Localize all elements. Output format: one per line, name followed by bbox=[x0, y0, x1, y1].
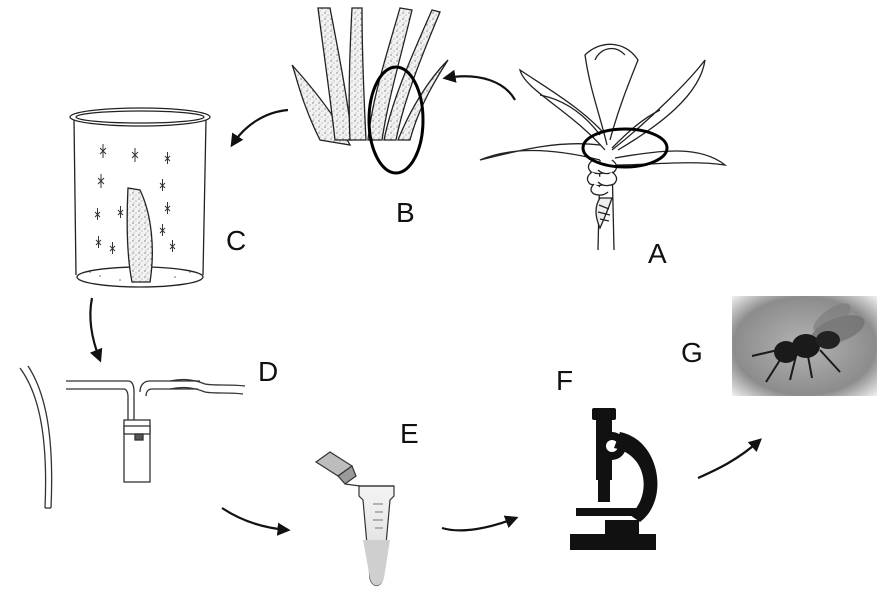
arrow-d-to-e bbox=[222, 508, 288, 530]
microscope-icon bbox=[570, 408, 657, 550]
label-c: C bbox=[226, 225, 246, 256]
wasp-photo bbox=[732, 296, 877, 396]
label-g: G bbox=[681, 337, 703, 368]
leaf-sheath-closeup-icon bbox=[292, 8, 448, 173]
banana-plant-icon bbox=[480, 44, 725, 250]
label-d: D bbox=[258, 356, 278, 387]
label-a: A bbox=[648, 238, 667, 269]
beaker-with-insects-icon bbox=[70, 108, 210, 287]
label-b: B bbox=[396, 197, 415, 228]
arrow-a-to-b bbox=[445, 76, 515, 100]
arrow-c-to-d bbox=[90, 298, 100, 360]
label-e: E bbox=[400, 418, 419, 449]
aspirator-tubes-icon bbox=[20, 366, 245, 508]
label-f: F bbox=[556, 365, 573, 396]
arrow-e-to-f bbox=[442, 518, 516, 530]
microcentrifuge-tube-icon bbox=[316, 452, 394, 586]
arrow-f-to-g bbox=[698, 440, 760, 478]
arrow-b-to-c bbox=[232, 110, 288, 145]
